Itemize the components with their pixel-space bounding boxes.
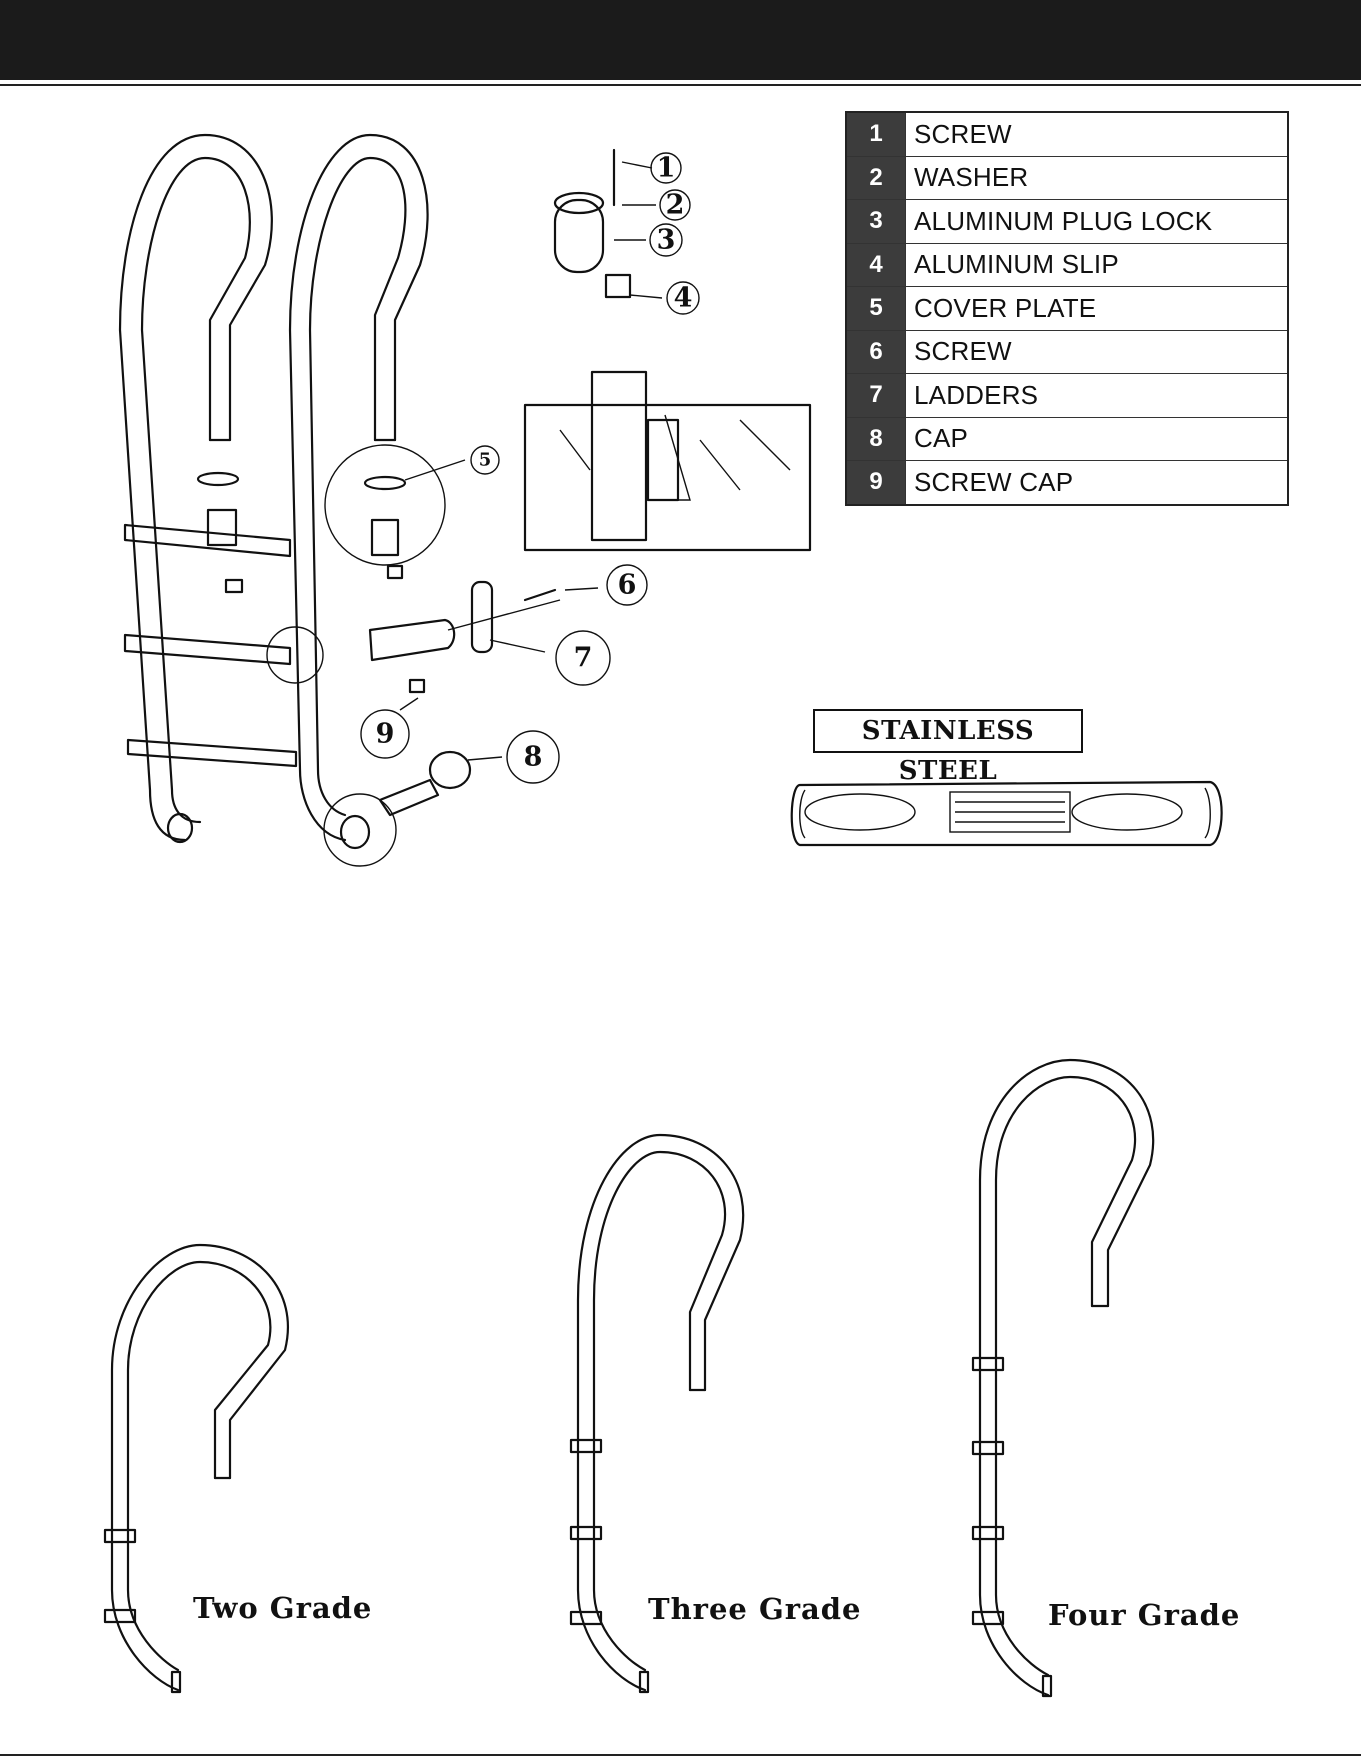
callout-badge: 5 xyxy=(471,446,499,474)
four-grade-label: Four Grade xyxy=(1048,1598,1240,1632)
callout-badge: 7 xyxy=(556,631,610,685)
stainless-steel-label: STAINLESS STEEL xyxy=(813,709,1083,753)
footer-divider xyxy=(0,1754,1361,1756)
callout-number: 3 xyxy=(657,225,676,256)
callout-badge: 4 xyxy=(667,282,699,314)
callout-number: 7 xyxy=(574,643,593,674)
callout-badge: 3 xyxy=(650,224,682,256)
two-grade-label: Two Grade xyxy=(193,1591,372,1625)
callout-badge: 6 xyxy=(607,565,647,605)
callout-badge: 2 xyxy=(660,190,690,221)
callout-number: 5 xyxy=(479,450,492,471)
step-tread-illustration xyxy=(792,782,1222,845)
callout-badge: 1 xyxy=(651,153,681,184)
callout-number: 6 xyxy=(618,570,637,601)
callout-badge: 9 xyxy=(361,710,409,758)
callout-number: 4 xyxy=(674,283,693,314)
callout-number: 1 xyxy=(657,153,676,184)
callout-number: 9 xyxy=(376,719,395,750)
callout-badge: 8 xyxy=(507,731,559,783)
three-grade-label: Three Grade xyxy=(648,1592,862,1626)
callout-number: 8 xyxy=(524,742,543,773)
ladder-assembly-illustration: 1 2 3 4 5 6 7 8 9 xyxy=(120,135,810,866)
callout-number: 2 xyxy=(666,190,685,221)
